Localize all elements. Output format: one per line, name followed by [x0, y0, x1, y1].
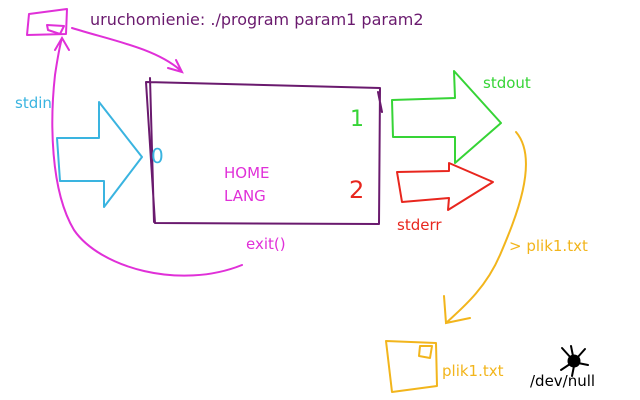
input-file-icon	[26, 8, 68, 36]
dev-null-label: /dev/null	[530, 372, 596, 390]
fd-stdin-label: 0	[151, 144, 164, 168]
black-hole-icon	[560, 345, 589, 377]
env-lang-label: LANG	[224, 187, 266, 205]
command-arrow	[71, 27, 184, 74]
stdin-arrow	[56, 101, 143, 208]
fd-stderr-label: 2	[349, 176, 365, 204]
output-file-label: plik1.txt	[442, 362, 504, 380]
run-command-label: uruchomienie: ./program param1 param2	[90, 10, 424, 29]
fd-stdout-label: 1	[350, 107, 364, 132]
redirect-arrow	[443, 131, 527, 325]
stdout-arrow	[391, 70, 502, 164]
env-home-label: HOME	[224, 164, 270, 182]
stderr-arrow	[396, 162, 494, 211]
stdout-label: stdout	[483, 74, 531, 92]
exit-loop-arrow	[51, 36, 243, 277]
stdin-label: stdin	[15, 94, 52, 112]
exit-call-label: exit()	[246, 235, 286, 253]
stderr-label: stderr	[397, 216, 442, 234]
redirect-label: > plik1.txt	[509, 237, 588, 255]
output-file-icon	[385, 340, 438, 393]
process-box	[145, 77, 383, 225]
